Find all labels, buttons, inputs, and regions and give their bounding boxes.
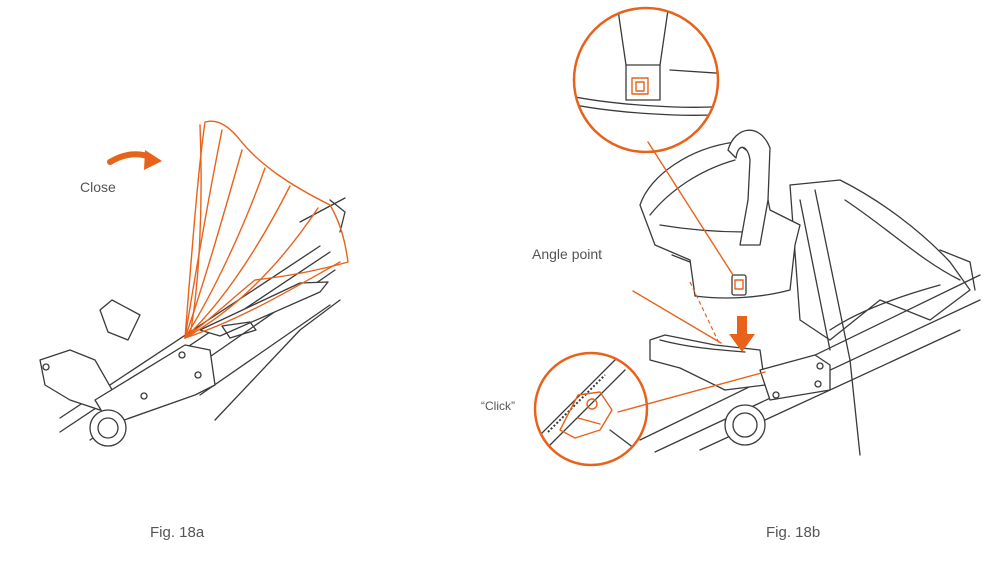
close-label: Close: [80, 179, 116, 195]
down-arrow-icon: [729, 316, 755, 352]
fig-18a-illustration: [39, 120, 349, 447]
curved-arrow-icon: [107, 150, 162, 170]
click-label: “Click”: [481, 399, 515, 413]
fig-18b-illustration: [617, 129, 981, 456]
zoom-callout-click: [533, 351, 649, 467]
fig-18a-caption: Fig. 18a: [150, 524, 205, 541]
zoom-callout-top: [572, 6, 720, 154]
fig-18b-caption: Fig. 18b: [766, 524, 821, 541]
angle-point-label: Angle point: [532, 246, 603, 262]
